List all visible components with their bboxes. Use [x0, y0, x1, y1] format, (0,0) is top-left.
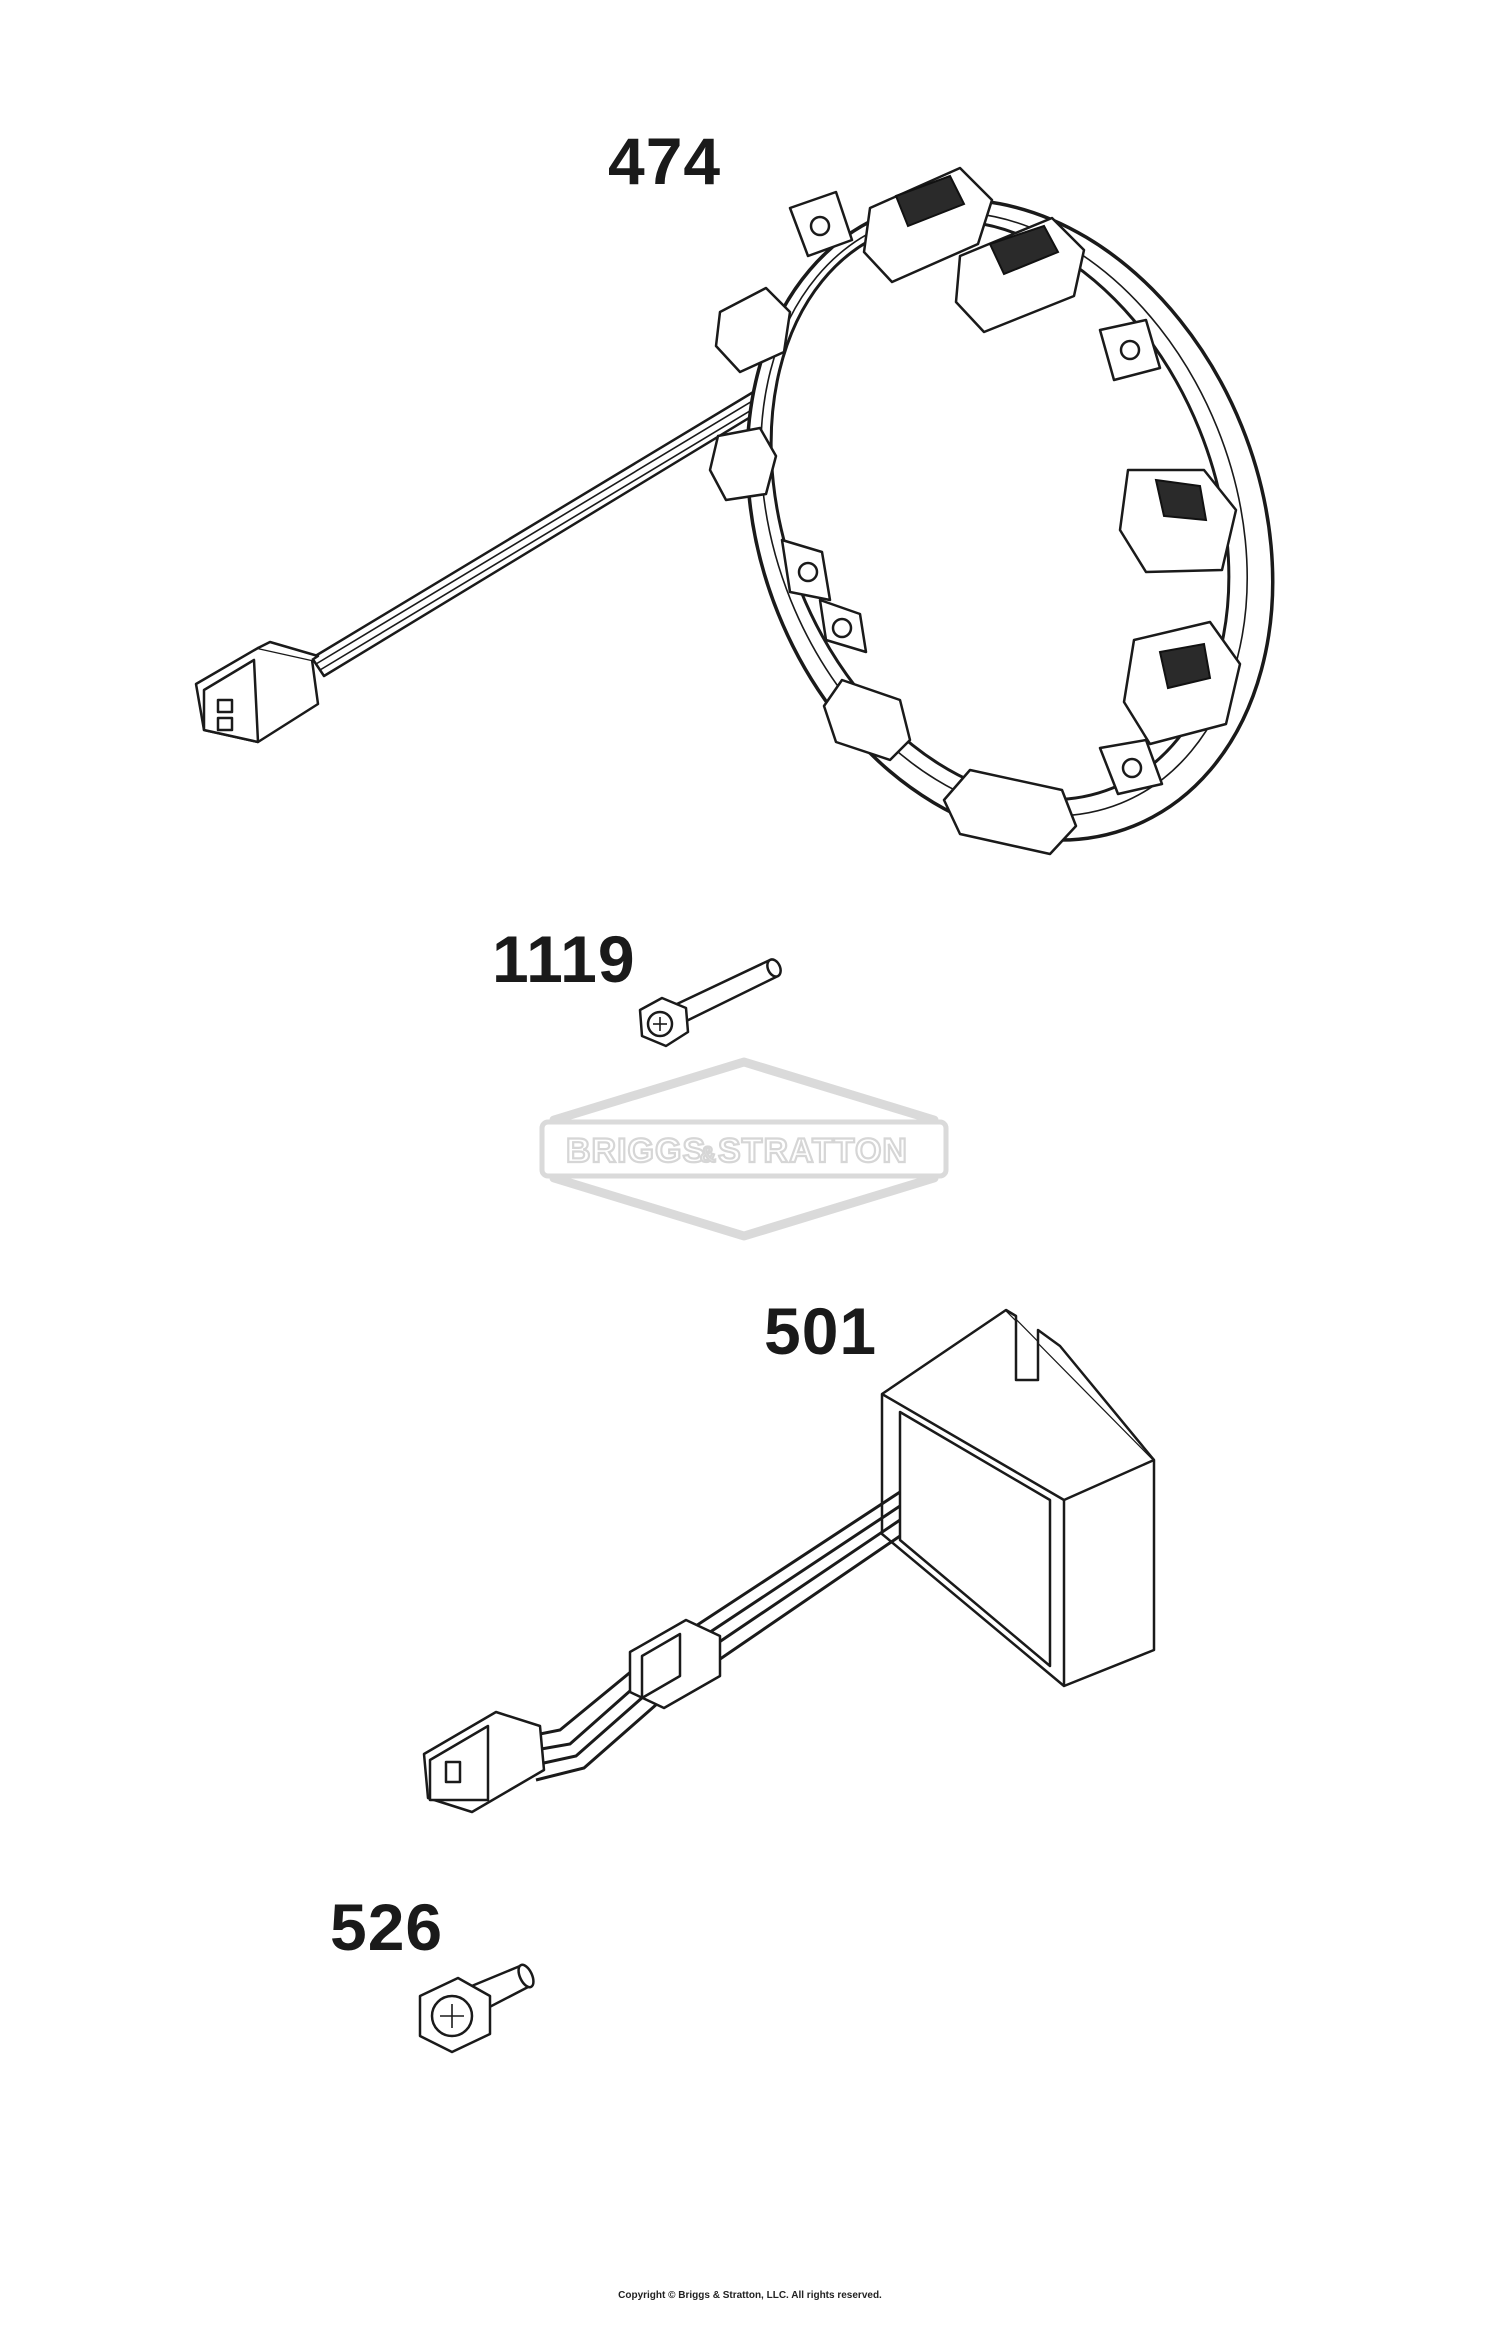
- stator-coils: [708, 166, 1242, 856]
- briggs-stratton-watermark: BRIGGS & STRATTON: [539, 1057, 949, 1241]
- stator-connector: [194, 640, 320, 744]
- regulator-drawing: [422, 1308, 1156, 1814]
- stator-wire-harness: [310, 386, 774, 678]
- part-label-501: 501: [764, 1294, 878, 1368]
- regulator-plug-connector: [422, 1710, 546, 1814]
- copyright-notice: Copyright © Briggs & Stratton, LLC. All …: [618, 2290, 882, 2301]
- regulator-screw-drawing: [418, 1963, 535, 2054]
- part-label-474: 474: [608, 124, 722, 198]
- watermark-text-right: STRATTON: [718, 1132, 908, 1170]
- part-label-1119: 1119: [492, 922, 636, 996]
- stator-mounting-tabs: [780, 190, 1164, 796]
- stator-drawing: [194, 166, 1275, 856]
- part-label-526: 526: [330, 1890, 444, 1964]
- watermark-text-amp: &: [700, 1142, 717, 1167]
- watermark-text-left: BRIGGS: [566, 1132, 706, 1170]
- stator-screw-drawing: [638, 958, 782, 1048]
- regulator-inline-connector: [628, 1618, 722, 1710]
